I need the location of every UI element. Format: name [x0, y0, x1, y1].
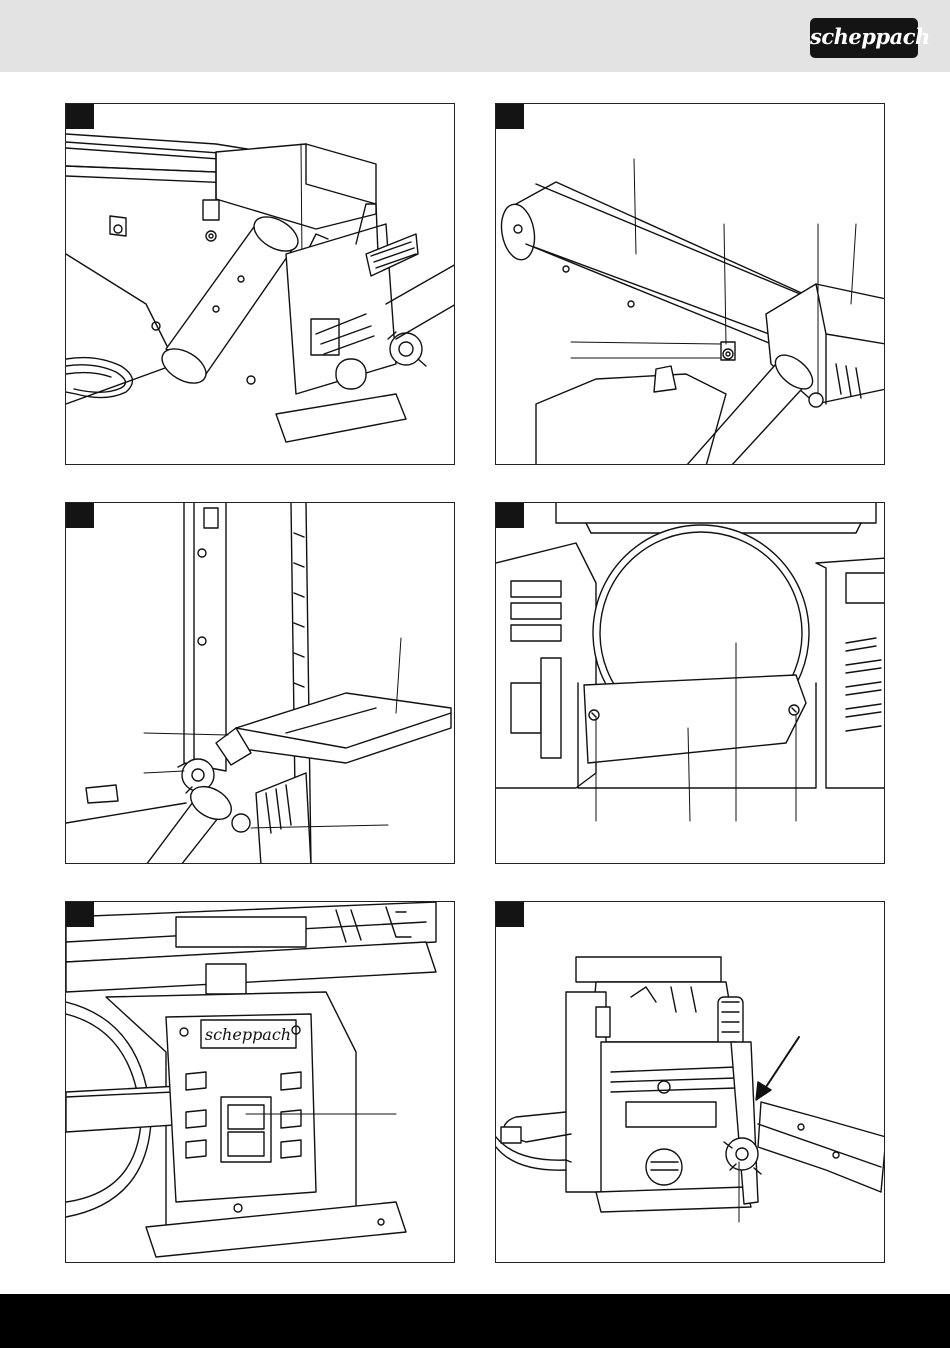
figure-number-badge: [66, 902, 94, 927]
figure-4-drawing: [496, 503, 885, 864]
figure-panel-2: [495, 103, 885, 465]
switch-panel-logo: scheppach: [205, 1025, 291, 1044]
figure-panel-1: [65, 103, 455, 465]
figure-panel-4: [495, 502, 885, 864]
figure-1-drawing: [66, 104, 455, 465]
brand-logo: scheppach: [810, 18, 918, 58]
figure-5-drawing: scheppach: [66, 902, 455, 1263]
figure-panel-6: [495, 901, 885, 1263]
figure-number-badge: [496, 902, 524, 927]
figure-number-badge: [66, 104, 94, 129]
figure-panel-3: [65, 502, 455, 864]
figure-number-badge: [66, 503, 94, 528]
figure-6-drawing: [496, 902, 885, 1263]
figure-number-badge: [496, 503, 524, 528]
figure-number-badge: [496, 104, 524, 129]
header-band: [0, 0, 950, 72]
brand-logo-text: scheppach: [810, 24, 918, 49]
figure-panel-5: scheppach: [65, 901, 455, 1263]
figure-3-drawing: [66, 503, 455, 864]
figure-2-drawing: [496, 104, 885, 465]
footer-band: [0, 1294, 950, 1348]
